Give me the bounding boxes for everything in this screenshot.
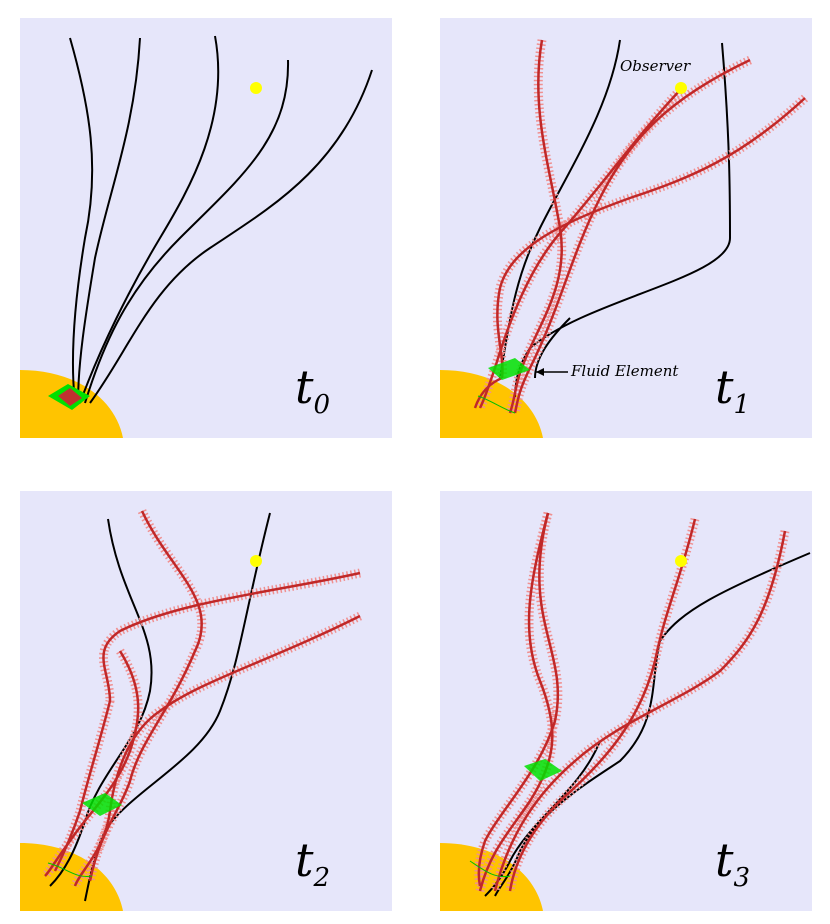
field-line <box>494 552 811 897</box>
time-label-t0: t0 <box>294 360 330 420</box>
fluid-element-core <box>58 388 82 406</box>
fluid-element-label: Fluid Element <box>571 362 679 380</box>
panel-t2-diagram <box>20 509 363 911</box>
time-label-t2: t2 <box>294 833 330 893</box>
field-line <box>77 37 141 404</box>
loaded-field-line <box>53 571 361 872</box>
fluid-element-trace <box>477 395 516 414</box>
panel-t2: t2 <box>20 491 392 911</box>
loaded-field-line <box>493 530 787 892</box>
fluid-element-trace <box>47 862 93 877</box>
loaded-field-line <box>508 518 697 892</box>
time-label-t1: t1 <box>714 360 750 420</box>
observer-marker <box>250 82 262 94</box>
loaded-field-line <box>508 39 563 414</box>
fluid-element <box>524 759 562 781</box>
observer-marker <box>675 82 687 94</box>
panel-t1-diagram <box>440 39 809 438</box>
fluid-element-trace <box>469 860 511 878</box>
loaded-field-line <box>88 510 203 882</box>
fluid-element <box>82 793 122 816</box>
star-surface <box>20 843 123 911</box>
loaded-field-line <box>73 614 361 887</box>
loaded-field-line <box>473 376 503 409</box>
field-line <box>514 42 732 399</box>
field-line <box>49 518 153 887</box>
loaded-field-line <box>513 58 751 414</box>
observer-marker <box>675 555 687 567</box>
field-line <box>79 35 220 404</box>
field-line <box>534 317 571 379</box>
field-line <box>69 37 94 404</box>
loaded-field-line <box>44 650 140 877</box>
panel-t3-diagram <box>440 511 811 911</box>
panel-t1: t1 <box>440 18 812 438</box>
loaded-field-line-halo <box>50 568 361 874</box>
field-line <box>84 59 290 404</box>
panel-t0-diagram <box>20 35 373 438</box>
observer-label: Observer <box>620 57 691 75</box>
observer-marker <box>250 555 262 567</box>
fluid-element <box>488 358 530 380</box>
panel-t0: t0 <box>20 18 392 438</box>
loaded-field-line-halo <box>505 517 700 892</box>
fluid-element-arrowhead <box>536 368 544 376</box>
star-surface <box>440 843 543 911</box>
panel-t3: t3 <box>440 491 812 911</box>
loaded-field-line <box>477 512 560 887</box>
time-label-t3: t3 <box>714 833 750 893</box>
loaded-field-line <box>496 97 806 379</box>
field-line <box>89 69 373 404</box>
star-surface <box>440 370 543 438</box>
